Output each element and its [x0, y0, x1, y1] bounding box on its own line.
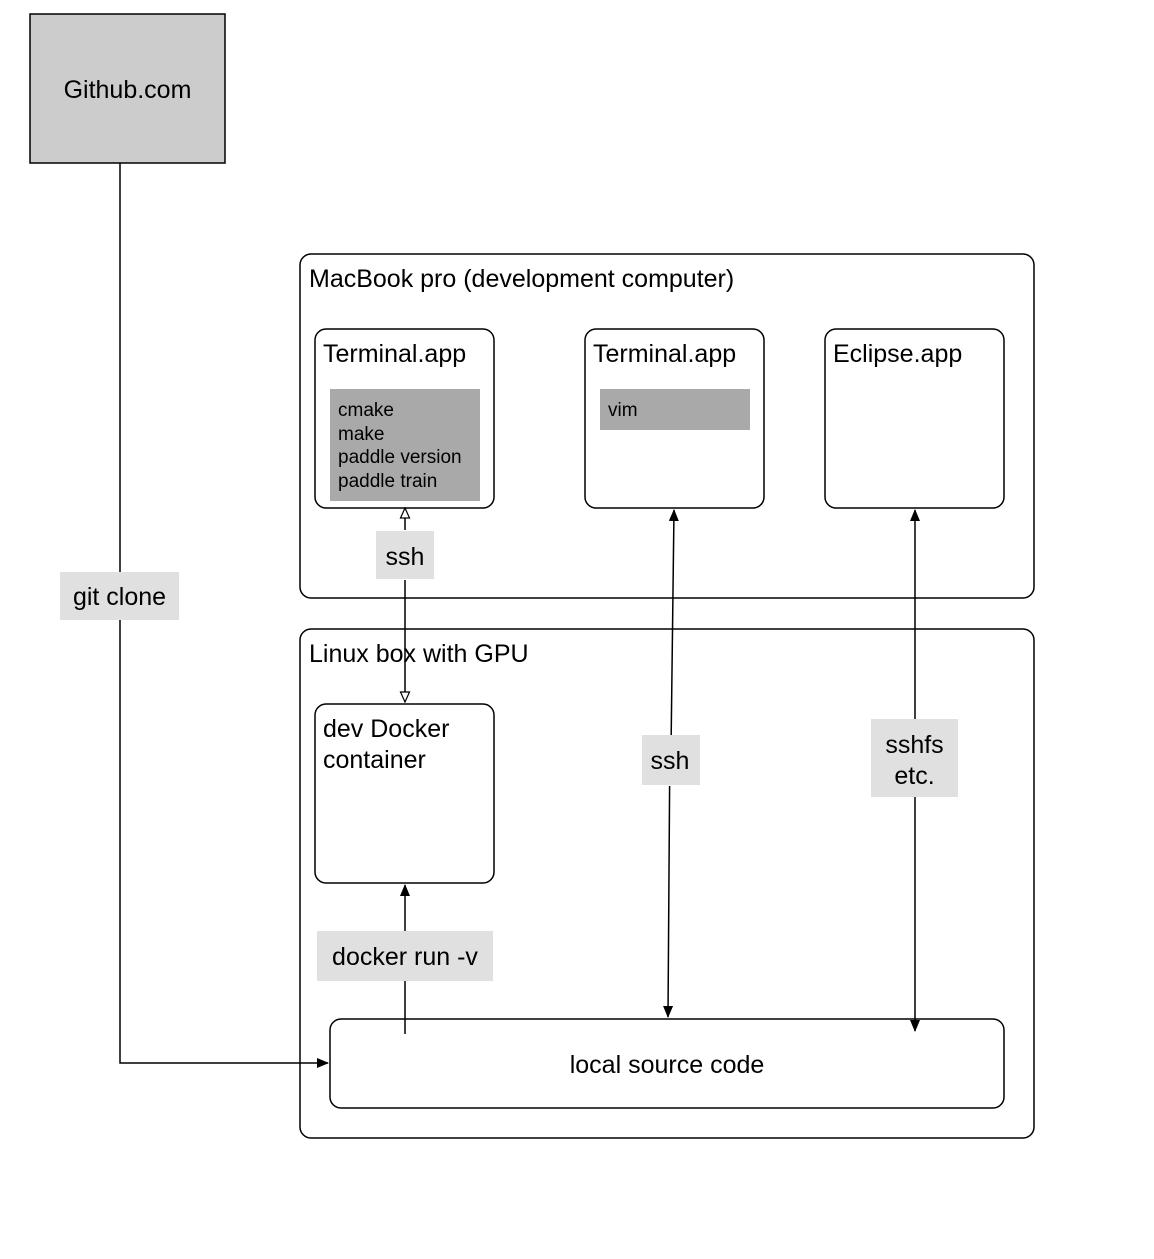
docker-run-label: docker run -v: [332, 943, 478, 971]
edge-git-clone: git clone: [60, 163, 329, 1068]
edge-docker-run: docker run -v: [317, 884, 493, 1034]
terminal-vim-command-block: [600, 389, 750, 430]
ssh-vim-label: ssh: [651, 747, 690, 775]
eclipse-title: Eclipse.app: [833, 340, 962, 368]
linux-box-title: Linux box with GPU: [309, 640, 529, 668]
terminal-app-vim: Terminal.app vim: [584, 328, 765, 509]
terminal-app-build: Terminal.app cmake make paddle version p…: [314, 328, 495, 509]
eclipse-app: Eclipse.app: [824, 328, 1005, 509]
command-paddle-train: paddle train: [338, 471, 437, 492]
terminal-build-title: Terminal.app: [323, 340, 466, 368]
source-code-node: local source code: [329, 1018, 1005, 1109]
source-code-label: local source code: [570, 1051, 765, 1079]
macbook-title: MacBook pro (development computer): [309, 265, 734, 293]
terminal-vim-title: Terminal.app: [593, 340, 736, 368]
docker-title-line-1: dev Docker: [323, 715, 449, 743]
edge-sshfs: sshfs etc.: [871, 509, 958, 1032]
terminal-build-command-block: [330, 389, 480, 501]
command-vim: vim: [608, 400, 638, 421]
docker-title-line-2: container: [323, 746, 426, 774]
github-node: Github.com: [29, 13, 226, 164]
sshfs-label-line-1: sshfs: [885, 731, 943, 759]
linux-box-container: Linux box with GPU: [299, 628, 1035, 1139]
docker-container-node: dev Docker container: [314, 703, 495, 884]
edge-ssh-docker: ssh: [376, 508, 434, 702]
ssh-docker-label-bg: [376, 531, 434, 579]
git-clone-label-bg: [60, 572, 179, 620]
command-paddle-version: paddle version: [338, 447, 462, 468]
macbook-container: MacBook pro (development computer): [299, 253, 1035, 599]
git-clone-label: git clone: [73, 583, 166, 611]
ssh-docker-label: ssh: [386, 543, 425, 571]
command-make: make: [338, 424, 384, 445]
docker-run-label-bg: [317, 931, 493, 981]
command-cmake: cmake: [338, 400, 394, 421]
edge-ssh-vim: ssh: [642, 509, 700, 1018]
sshfs-label-line-2: etc.: [894, 762, 934, 790]
ssh-vim-label-bg: [642, 735, 700, 785]
sshfs-label-bg: [871, 719, 958, 797]
github-label: Github.com: [64, 76, 192, 104]
